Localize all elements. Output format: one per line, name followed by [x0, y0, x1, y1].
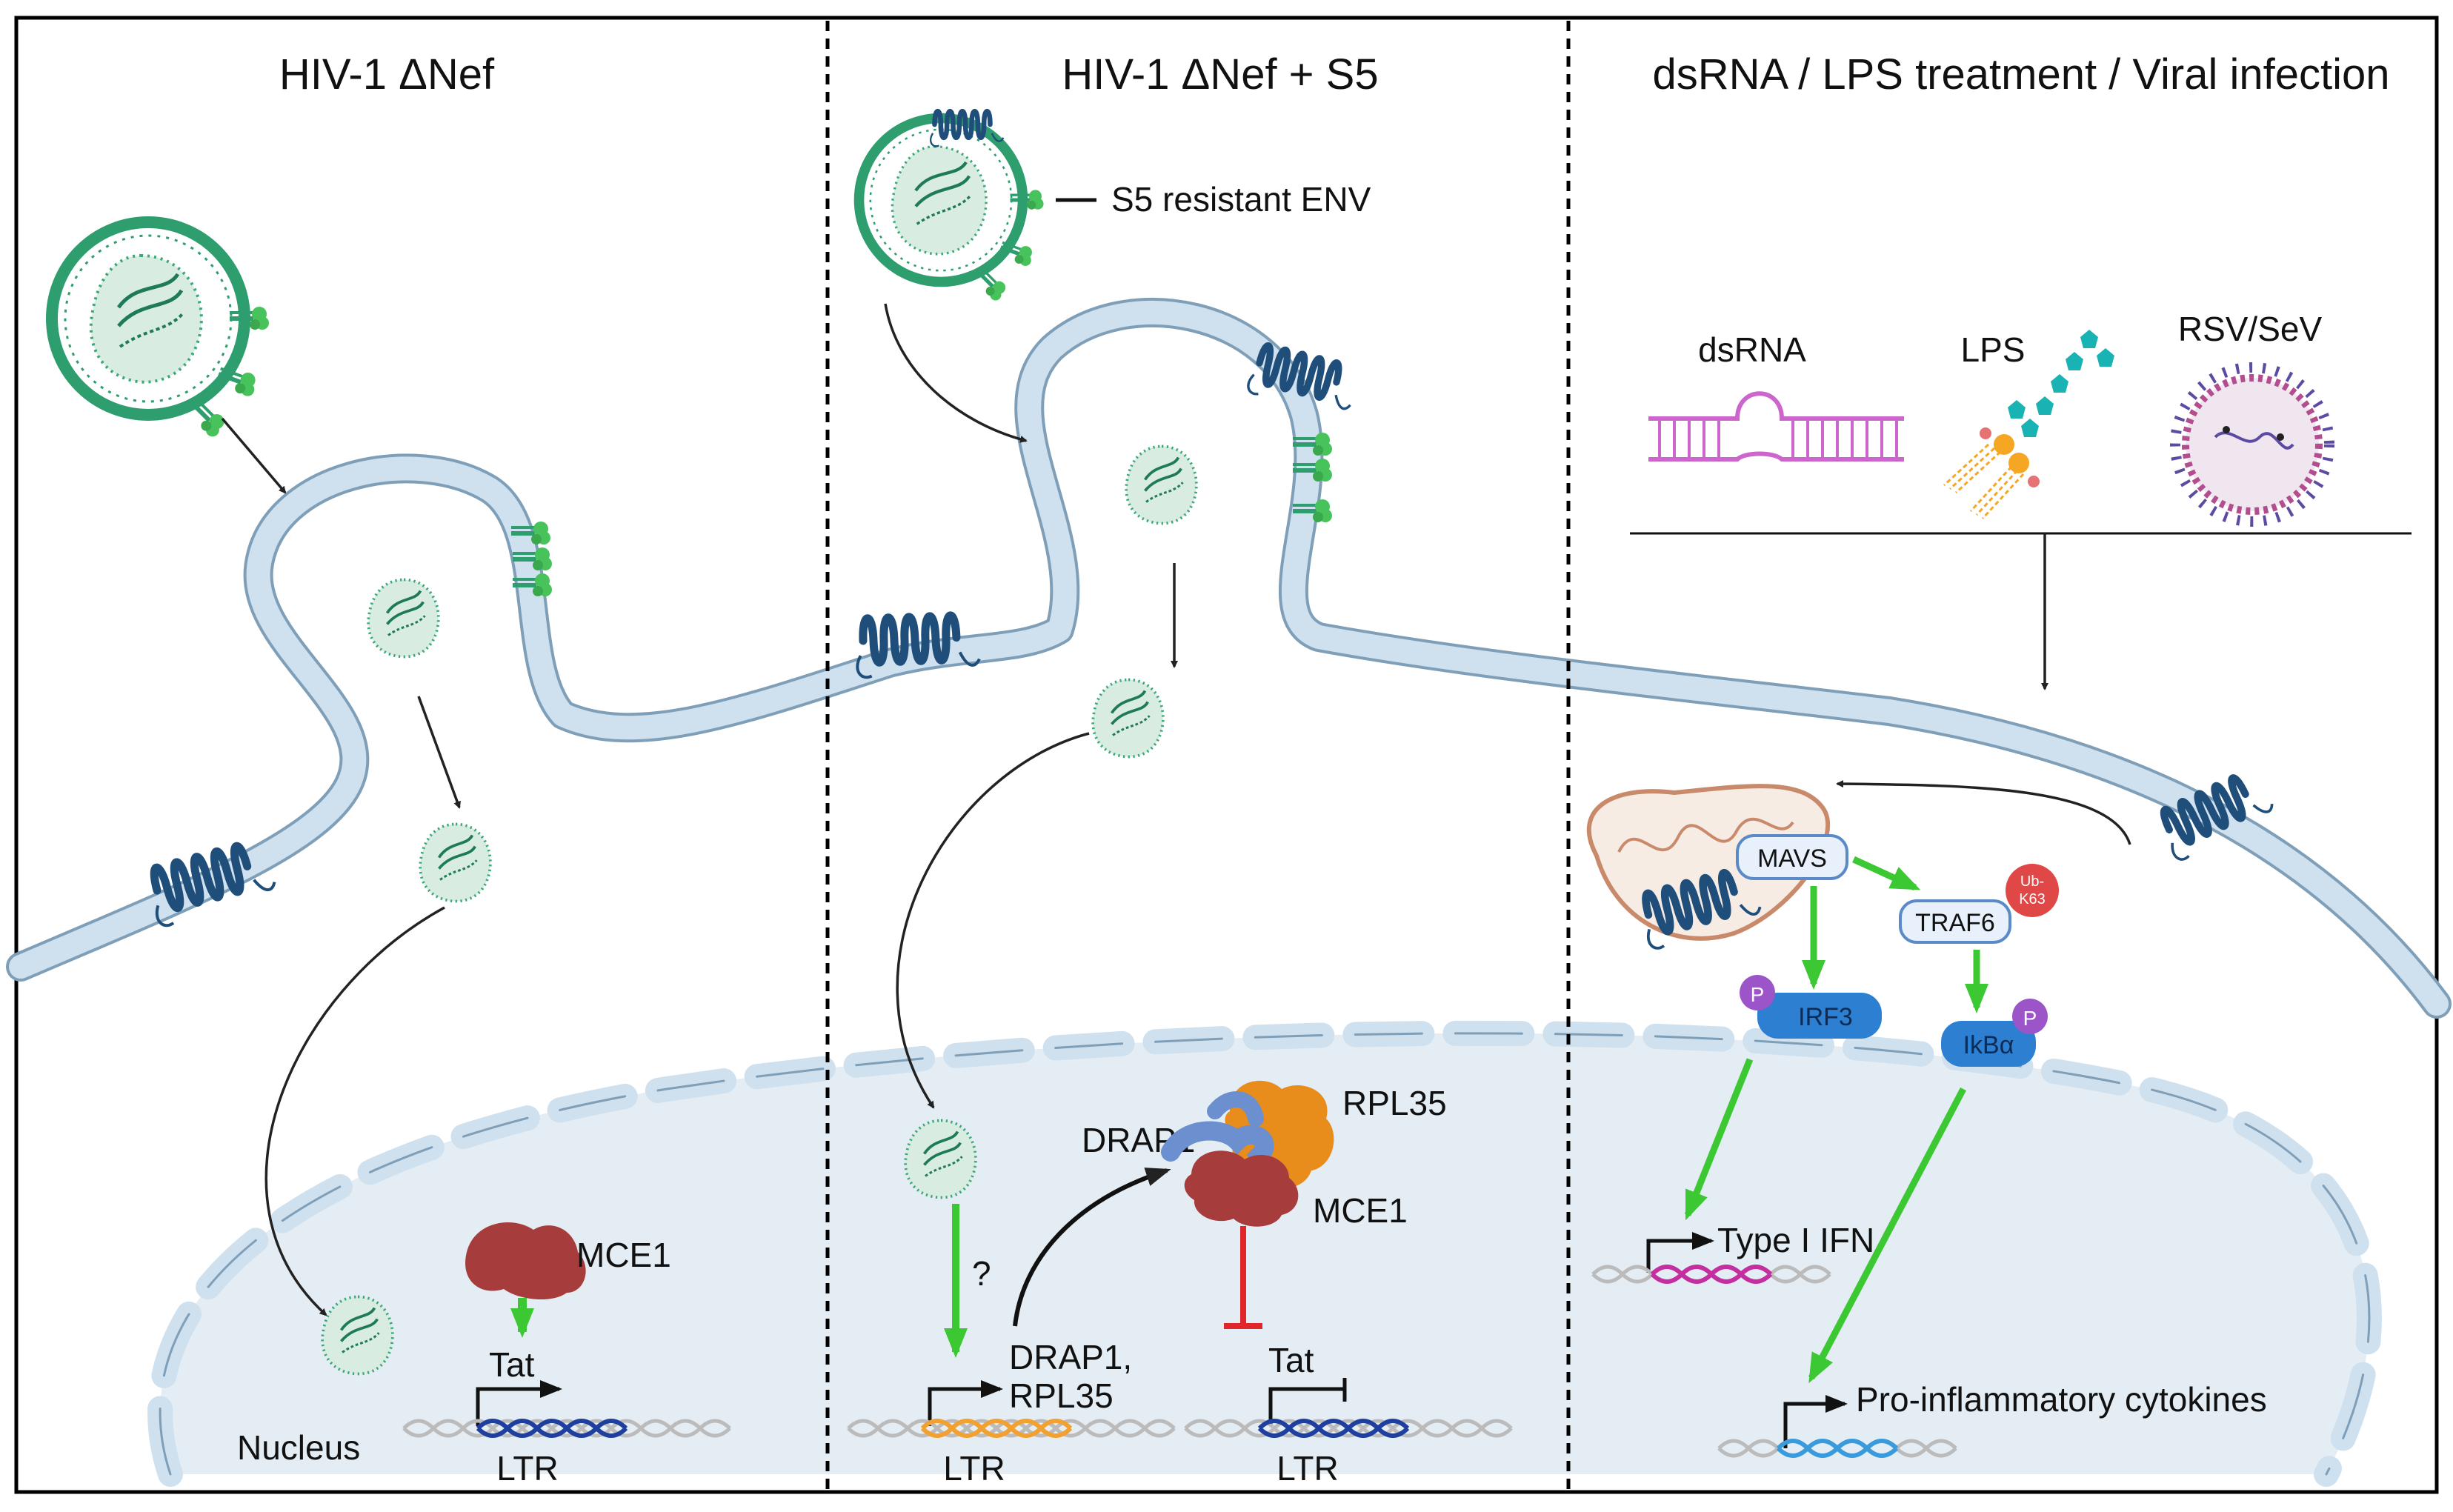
s5-resistant-env-label: S5 resistant ENV: [1111, 180, 1371, 219]
dsrna-icon: [1648, 391, 1904, 462]
ifn-dna: [1591, 1265, 1831, 1284]
mavs-label: MAVS: [1757, 845, 1827, 873]
plasma-membrane-inner: [9, 301, 2449, 1016]
panel-3: dsRNA LPS RSV/SeV: [1586, 310, 2412, 1458]
virion-s5-icon: [859, 111, 1044, 302]
ub-line-1: Ub-: [2020, 873, 2044, 890]
drap1-rpl35-line-2: RPL35: [1009, 1376, 1114, 1415]
ltr-dna-left: [847, 1419, 1176, 1438]
mavs-node: [1736, 834, 1848, 880]
panel-1: MCE1 Tat Nucleus LTR: [52, 222, 731, 1488]
panel-1-title: HIV-1 ΔNef: [279, 50, 495, 99]
traf6-label: TRAF6: [1915, 909, 1995, 937]
figure-border: [14, 16, 2439, 1494]
traf6-node: [1899, 899, 2011, 944]
irf3-label: IRF3: [1798, 1003, 1853, 1031]
rsv-sev-label: RSV/SeV: [2178, 310, 2323, 348]
irf3-ifn-arrow: [1684, 1058, 1754, 1221]
phospho-badge: [1740, 975, 1775, 1010]
plasma-membrane: [6, 298, 2452, 1019]
ub-k63-badge: [2006, 864, 2059, 917]
panel-1-mce1-label: MCE1: [576, 1236, 671, 1274]
panel-2-tat-label: Tat: [1268, 1341, 1314, 1379]
capsid-arrow-2: [264, 906, 445, 1316]
ub-line-2: K63: [2019, 891, 2046, 907]
panel-2-ltr-right-label: LTR: [1277, 1449, 1339, 1488]
lps-label: LPS: [1961, 330, 2026, 369]
phospho-badge: [2012, 999, 2048, 1034]
drap1-rpl35-arrow: [1013, 1168, 1171, 1327]
rpl35-label: RPL35: [1342, 1084, 1447, 1122]
capsid-arrow-2: [896, 732, 1090, 1109]
env-spikes-membrane: [511, 522, 552, 596]
ikba-p-label: P: [2023, 1007, 2037, 1030]
panel-2: S5 resistant ENV ? DRAP1 RPL35 MCE1 DRAP…: [847, 111, 1513, 1488]
virion-icon: [52, 222, 269, 439]
ikba-node: [1941, 1021, 2036, 1067]
capsid-icon: [904, 1119, 977, 1199]
mce1-icon: [465, 1222, 586, 1300]
lps-icon: [1943, 330, 2114, 520]
receptor-to-mito-arrow: [1836, 780, 2131, 845]
question-mark: ?: [972, 1254, 991, 1293]
cristae: [1617, 817, 1794, 853]
promoter-arrow: [476, 1380, 562, 1426]
capsid-icon: [419, 822, 492, 903]
type1-ifn-label: Type I IFN: [1717, 1221, 1874, 1259]
cytokine-promoter-arrow: [1783, 1395, 1848, 1448]
capsid-arrow-1: [417, 696, 461, 809]
drap1-rpl35-line-1: DRAP1,: [1009, 1338, 1132, 1376]
panel-2-ltr-left-label: LTR: [943, 1449, 1005, 1488]
panel-2-title: HIV-1 ΔNef + S5: [1062, 50, 1378, 99]
dsrna-label: dsRNA: [1698, 330, 1806, 369]
entry-arrow: [884, 303, 1028, 443]
capsid-icon: [1125, 444, 1198, 525]
cytokines-label: Pro-inflammatory cytokines: [1856, 1380, 2267, 1419]
cytokine-dna: [1717, 1439, 1957, 1458]
nucleus-label: Nucleus: [237, 1428, 360, 1467]
nuclear-envelope-outline: [159, 1032, 2371, 1476]
promoter-arrow: [928, 1380, 1003, 1426]
rsv-sev-icon: [2170, 362, 2334, 527]
panel-2-mce1-label: MCE1: [1313, 1191, 1408, 1230]
complex-icon: [1161, 1080, 1334, 1227]
entry-arrow: [221, 417, 287, 494]
capsid-icon: [1091, 678, 1165, 759]
panel-1-tat-label: Tat: [489, 1345, 535, 1384]
mavs-traf6-arrow: [1852, 856, 1921, 891]
irf3-p-label: P: [1751, 983, 1765, 1006]
ikba-cytokines-arrow: [1808, 1087, 1966, 1384]
capsid-icon: [321, 1295, 394, 1376]
capsid-icon: [367, 578, 440, 659]
blocked-promoter: [1268, 1378, 1347, 1426]
ltr-dna-right: [1184, 1419, 1513, 1438]
irf3-node: [1757, 993, 1882, 1039]
ltr-dna: [402, 1419, 731, 1438]
panel-1-ltr-label: LTR: [496, 1449, 559, 1488]
ikba-label: IkBα: [1963, 1031, 2014, 1059]
panel-3-title: dsRNA / LPS treatment / Viral infection: [1652, 50, 2389, 99]
ifn-promoter-arrow: [1646, 1232, 1714, 1273]
